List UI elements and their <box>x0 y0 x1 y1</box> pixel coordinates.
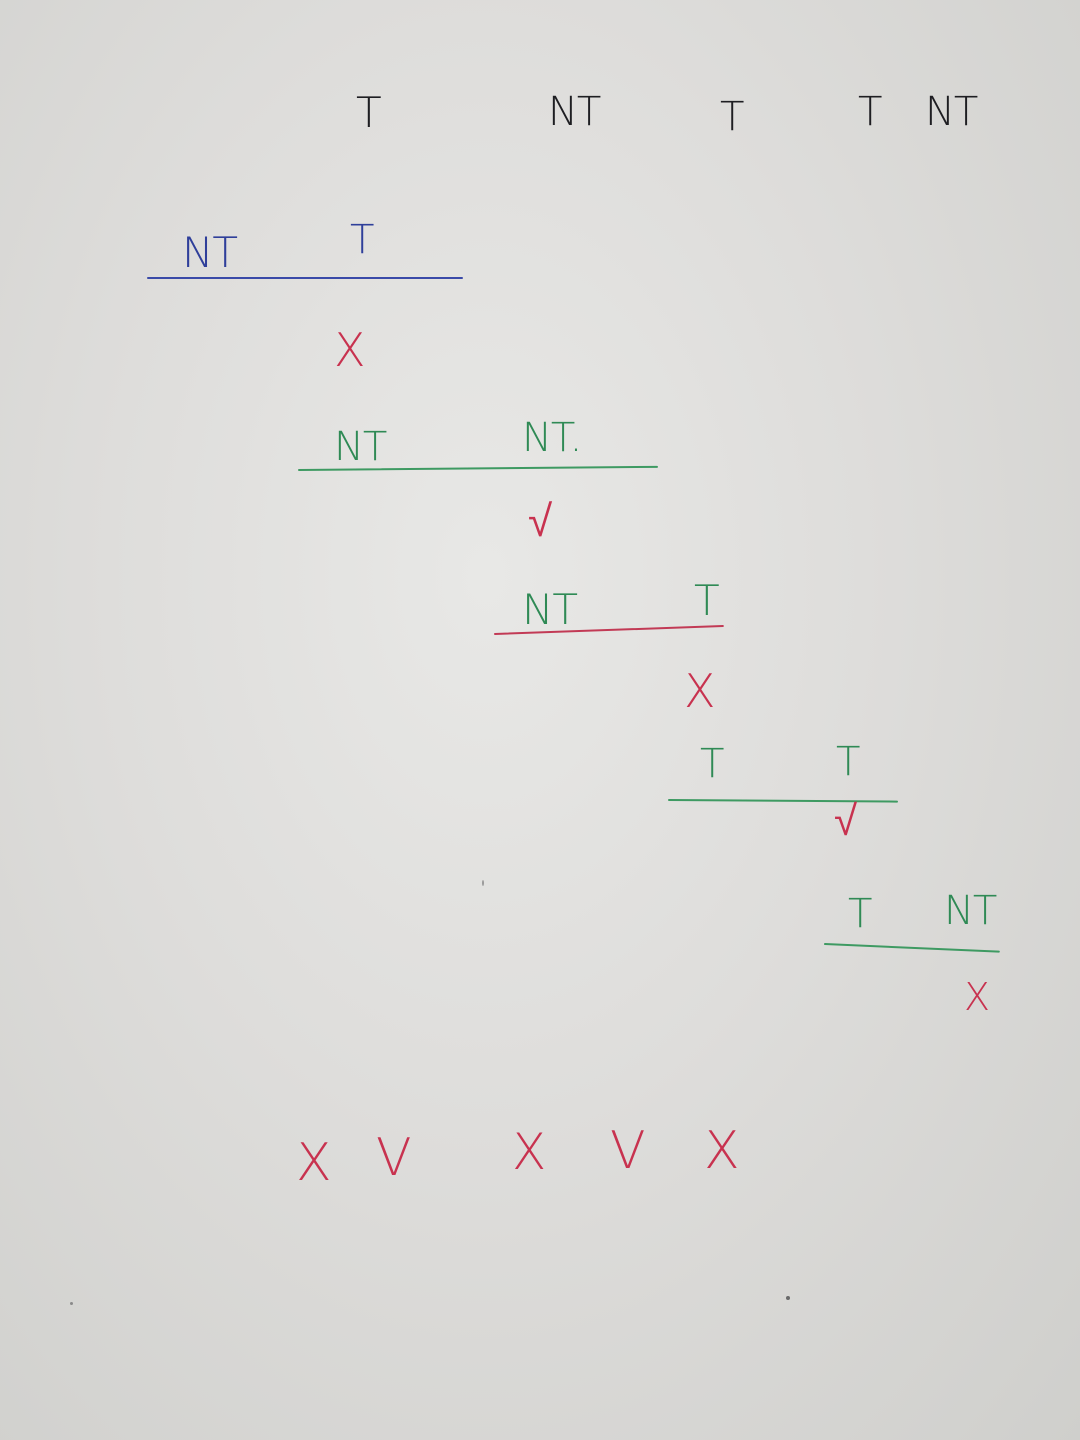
header-token-3: T <box>720 94 744 140</box>
paper-speck <box>70 1302 73 1305</box>
header-token-5: NT <box>925 89 978 135</box>
summary-mark-4: V <box>610 1121 646 1181</box>
step-2-result: √ <box>528 496 553 547</box>
step-4-left: T <box>700 741 724 787</box>
paper-speck <box>786 1296 790 1300</box>
step-4-right: T <box>836 739 860 785</box>
paper-speck <box>482 880 484 886</box>
summary-mark-5: X <box>704 1121 740 1181</box>
step-3-result: X <box>684 664 716 718</box>
step-5-left: T <box>848 891 872 937</box>
header-token-4: T <box>858 89 882 135</box>
step-1-left: NT <box>182 228 238 277</box>
header-token-1: T <box>356 88 382 137</box>
step-1-right: T <box>350 217 374 263</box>
step-1-result: X <box>334 323 366 377</box>
step-2-right: NT. <box>522 415 582 461</box>
step-1-rule <box>147 277 463 279</box>
step-4-result: √ <box>834 796 858 845</box>
step-5-result: X <box>964 975 991 1019</box>
step-3-left: NT <box>522 585 578 634</box>
summary-mark-3: X <box>512 1123 547 1181</box>
step-5-right: NT <box>944 888 997 934</box>
header-token-2: NT <box>548 89 601 135</box>
step-2-left: NT <box>334 424 387 470</box>
step-4-rule <box>667 799 899 803</box>
summary-mark-2: V <box>376 1128 412 1188</box>
summary-mark-1: X <box>296 1133 332 1193</box>
step-3-right: T <box>694 576 720 625</box>
step-5-rule <box>823 943 1000 953</box>
